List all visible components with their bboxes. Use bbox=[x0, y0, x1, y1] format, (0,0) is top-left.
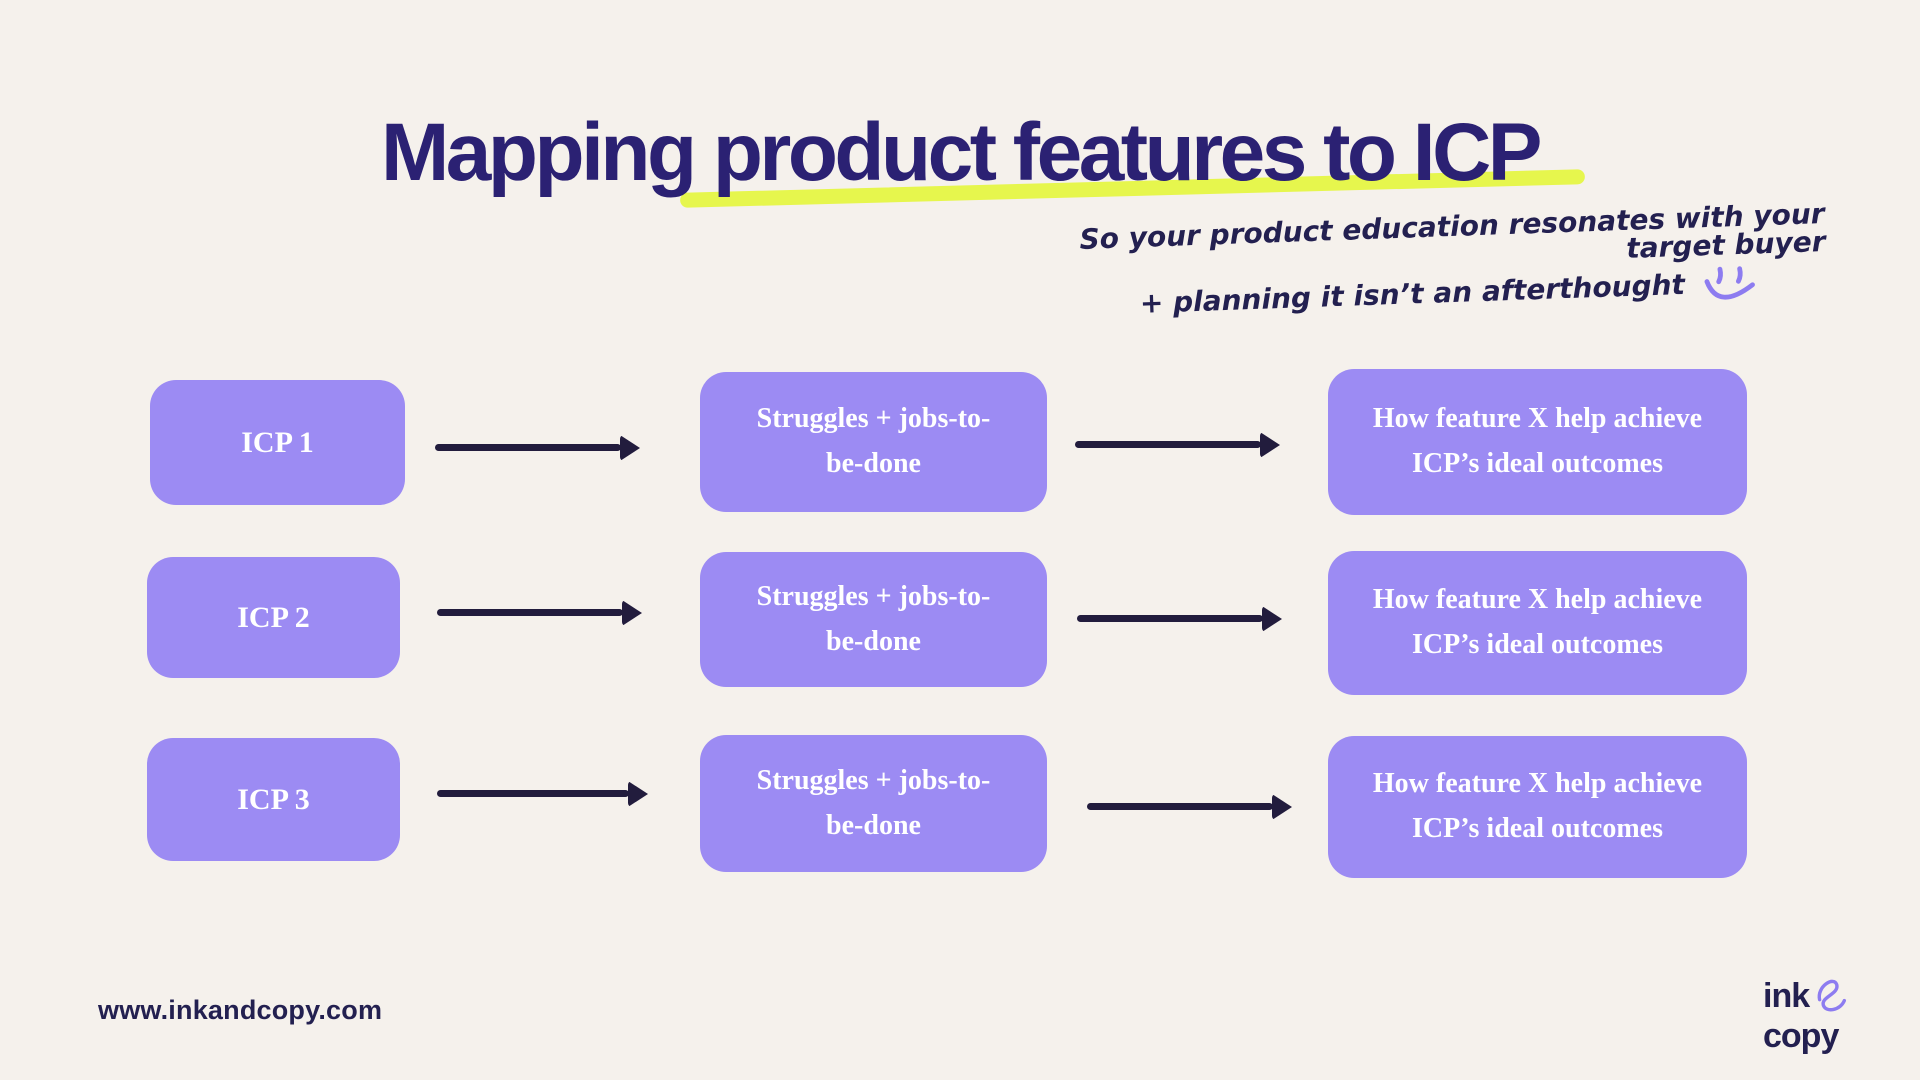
outcomes-box-line-2: ICP’s ideal outcomes bbox=[1412, 813, 1663, 844]
ink-and-copy-logo: ink copy bbox=[1763, 977, 1850, 1055]
struggles-box: Struggles + jobs-to- be-done bbox=[700, 552, 1047, 687]
logo-copy-text: copy bbox=[1763, 1017, 1839, 1055]
arrow-right-icon bbox=[1075, 441, 1261, 448]
struggles-box-line-2: be-done bbox=[826, 809, 921, 841]
subtitle-line-2: + planning it isn’t an afterthought bbox=[1139, 267, 1686, 320]
icp-box-label: ICP 3 bbox=[237, 782, 310, 816]
struggles-box-line-1: Struggles + jobs-to- bbox=[756, 403, 991, 435]
website-link[interactable]: www.inkandcopy.com bbox=[98, 995, 383, 1025]
struggles-box-line-2: be-done bbox=[826, 448, 921, 479]
arrow-right-icon bbox=[437, 790, 629, 797]
struggles-box-line-2: be-done bbox=[826, 625, 921, 657]
arrow-right-icon bbox=[437, 609, 623, 616]
outcomes-box-line-1: How feature X help achieve bbox=[1372, 768, 1703, 800]
arrow-right-icon bbox=[1077, 615, 1263, 622]
struggles-box: Struggles + jobs-to- be-done bbox=[700, 735, 1047, 872]
smiley-doodle-icon bbox=[1704, 266, 1755, 300]
ampersand-squiggle-icon bbox=[1817, 979, 1847, 1012]
struggles-box: Struggles + jobs-to- be-done bbox=[700, 372, 1047, 512]
icp-box: ICP 3 bbox=[147, 738, 400, 861]
arrow-right-icon bbox=[1087, 803, 1273, 810]
struggles-box-line-1: Struggles + jobs-to- bbox=[756, 764, 991, 796]
outcomes-box-line-1: How feature X help achieve bbox=[1372, 584, 1703, 616]
icp-box-label: ICP 2 bbox=[237, 600, 310, 634]
outcomes-box-line-1: How feature X help achieve bbox=[1372, 403, 1703, 435]
outcomes-box: How feature X help achieve ICP’s ideal o… bbox=[1328, 736, 1747, 878]
outcomes-box: How feature X help achieve ICP’s ideal o… bbox=[1328, 551, 1747, 695]
outcomes-box-line-2: ICP’s ideal outcomes bbox=[1412, 448, 1663, 479]
outcomes-box-line-2: ICP’s ideal outcomes bbox=[1412, 629, 1663, 660]
icp-box-label: ICP 1 bbox=[241, 425, 314, 459]
icp-box: ICP 1 bbox=[150, 380, 405, 505]
page-title: Mapping product features to ICP bbox=[381, 107, 1542, 198]
struggles-box-line-1: Struggles + jobs-to- bbox=[756, 580, 991, 612]
logo-ink-text: ink bbox=[1763, 977, 1810, 1015]
outcomes-box: How feature X help achieve ICP’s ideal o… bbox=[1328, 369, 1747, 515]
icp-box: ICP 2 bbox=[147, 557, 400, 678]
subtitle-block: So your product education resonates with… bbox=[985, 197, 1829, 345]
arrow-right-icon bbox=[435, 444, 621, 451]
